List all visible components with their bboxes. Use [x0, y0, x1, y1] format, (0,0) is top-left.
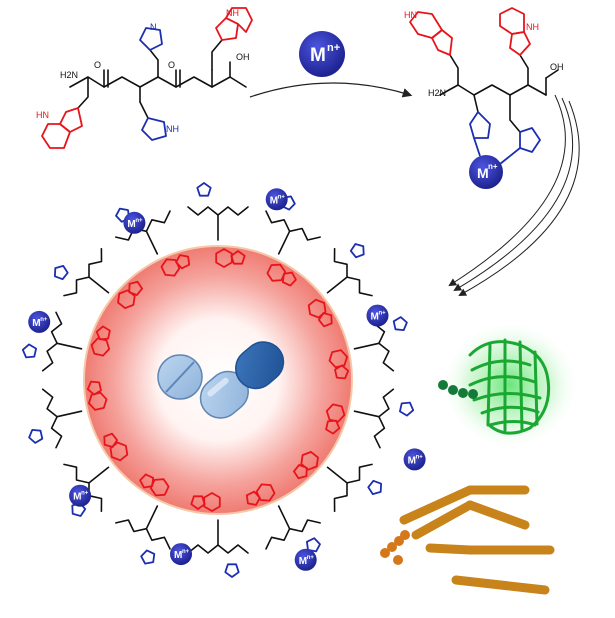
coord-nh2-label: H2N [428, 88, 446, 98]
coord-hn-label: HN [404, 10, 417, 20]
shell-metal-charge: n+ [307, 555, 315, 561]
gfp-protein-icon [440, 320, 580, 450]
free-o-label-1: O [94, 60, 101, 70]
coord-oh-label: OH [550, 62, 564, 72]
antibody-linker [380, 530, 410, 565]
free-oh-label: OH [236, 52, 250, 62]
free-in-nh-label: NH [226, 8, 239, 18]
coord-nh-label: NH [526, 22, 539, 32]
free-hn-label: HN [36, 110, 49, 120]
shell-metal-charge: n+ [416, 454, 424, 460]
metal-charge: n+ [327, 42, 340, 54]
metal-symbol: M [310, 45, 326, 66]
shell-metal-charge: n+ [40, 317, 48, 323]
antibody-icon [404, 490, 550, 590]
coord-metal-charge: n+ [488, 162, 498, 171]
shell-metal-charge: n+ [81, 491, 89, 497]
pill-tablet-icon [158, 355, 202, 399]
shell-metal-charge: n+ [379, 311, 387, 317]
shell-metal-charge: n+ [135, 218, 143, 224]
shell-metal-charge: n+ [278, 194, 286, 200]
free-peptide-molecule: H2N O O OH HN N NH NH [36, 8, 252, 148]
metal-ion-reagent: M n+ [299, 31, 345, 77]
shell-metal-charge: n+ [182, 549, 190, 555]
reaction-arrow [250, 83, 410, 97]
free-nh2-label: H2N [60, 70, 78, 80]
metal-coordinated-peptide: M n+ H2N OH HN NH [404, 8, 564, 189]
free-im-n-label: N [150, 22, 157, 32]
coord-metal-symbol: M [477, 165, 489, 181]
free-o-label-2: O [168, 60, 175, 70]
free-im-nh-label: NH [166, 124, 179, 134]
